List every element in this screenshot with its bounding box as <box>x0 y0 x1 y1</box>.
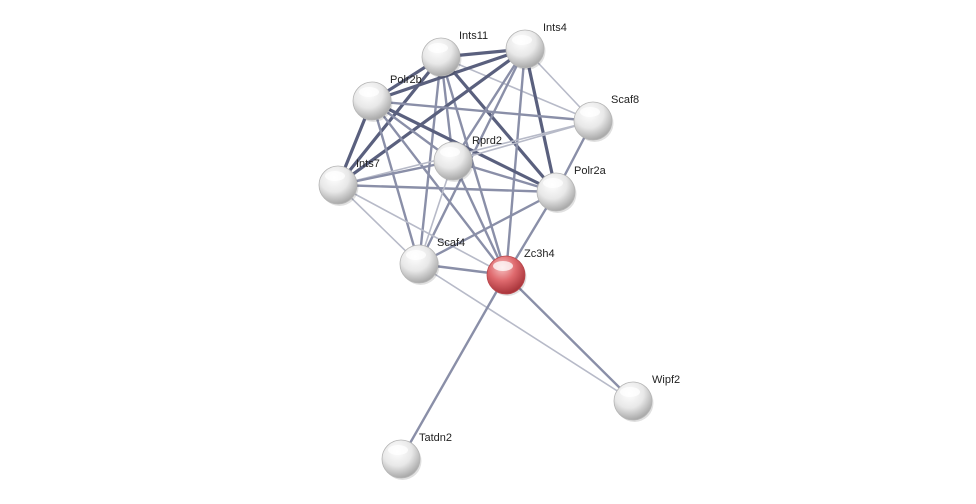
edge-ints11-ints7 <box>336 55 443 187</box>
node-rprd2[interactable]: Rprd2 <box>433 135 502 182</box>
node-zc3h4[interactable]: Zc3h4 <box>486 248 555 296</box>
edge-ints7-rprd2 <box>336 159 455 187</box>
node-highlight <box>620 387 640 397</box>
edge-ints4-zc3h4 <box>504 47 527 277</box>
edge-ints4-rprd2 <box>451 47 527 163</box>
node-highlight <box>388 445 408 455</box>
edge-zc3h4-wipf2 <box>504 273 635 403</box>
edge-ints11-polr2a <box>439 55 558 194</box>
edges-layer <box>336 47 635 461</box>
node-label: Ints11 <box>459 30 488 42</box>
node-label: Tatdn2 <box>419 432 452 444</box>
node-highlight <box>543 178 563 188</box>
edge-rprd2-zc3h4 <box>451 159 508 277</box>
node-highlight <box>406 250 426 260</box>
node-polr2b[interactable]: Polr2b <box>352 74 422 122</box>
edge-ints7-zc3h4 <box>337 184 507 276</box>
edge-polr2b-scaf8 <box>370 99 595 123</box>
node-label: Rprd2 <box>472 135 502 147</box>
edge-ints4-scaf4 <box>417 47 527 266</box>
node-ints4[interactable]: Ints4 <box>505 22 567 70</box>
edge-scaf4-wipf2 <box>418 263 634 402</box>
edge-ints4-ints7 <box>336 47 527 187</box>
node-ints7[interactable]: Ints7 <box>318 158 380 206</box>
edge-ints4-polr2a <box>523 47 558 194</box>
node-label: Wipf2 <box>652 374 680 386</box>
node-tatdn2[interactable]: Tatdn2 <box>381 432 452 480</box>
node-highlight <box>428 43 448 53</box>
node-highlight <box>359 87 379 97</box>
node-label: Ints4 <box>543 22 567 34</box>
node-label: Scaf8 <box>611 94 639 106</box>
node-label: Zc3h4 <box>524 248 555 260</box>
node-polr2a[interactable]: Polr2a <box>536 165 607 213</box>
node-wipf2[interactable]: Wipf2 <box>613 374 680 422</box>
edge-polr2a-scaf4 <box>417 190 558 266</box>
node-label: Scaf4 <box>437 237 465 249</box>
node-highlight <box>493 261 513 271</box>
node-scaf4[interactable]: Scaf4 <box>399 237 465 285</box>
node-highlight <box>580 107 600 117</box>
edge-zc3h4-tatdn2 <box>399 273 508 461</box>
node-scaf8[interactable]: Scaf8 <box>573 94 639 142</box>
node-highlight <box>512 35 532 45</box>
nodes-layer: Zc3h4Polr2aPolr2bInts4Ints7Ints11Rprd2Sc… <box>318 22 680 480</box>
edge-ints4-polr2b <box>370 47 527 103</box>
edge-polr2b-scaf4 <box>370 99 421 266</box>
node-highlight <box>325 171 345 181</box>
node-label: Ints7 <box>356 158 380 170</box>
node-label: Polr2b <box>390 74 422 86</box>
node-highlight <box>440 147 460 157</box>
node-ints11[interactable]: Ints11 <box>421 30 488 78</box>
node-label: Polr2a <box>574 165 607 177</box>
edge-ints7-polr2a <box>336 183 558 194</box>
edge-rprd2-scaf8 <box>452 120 594 162</box>
